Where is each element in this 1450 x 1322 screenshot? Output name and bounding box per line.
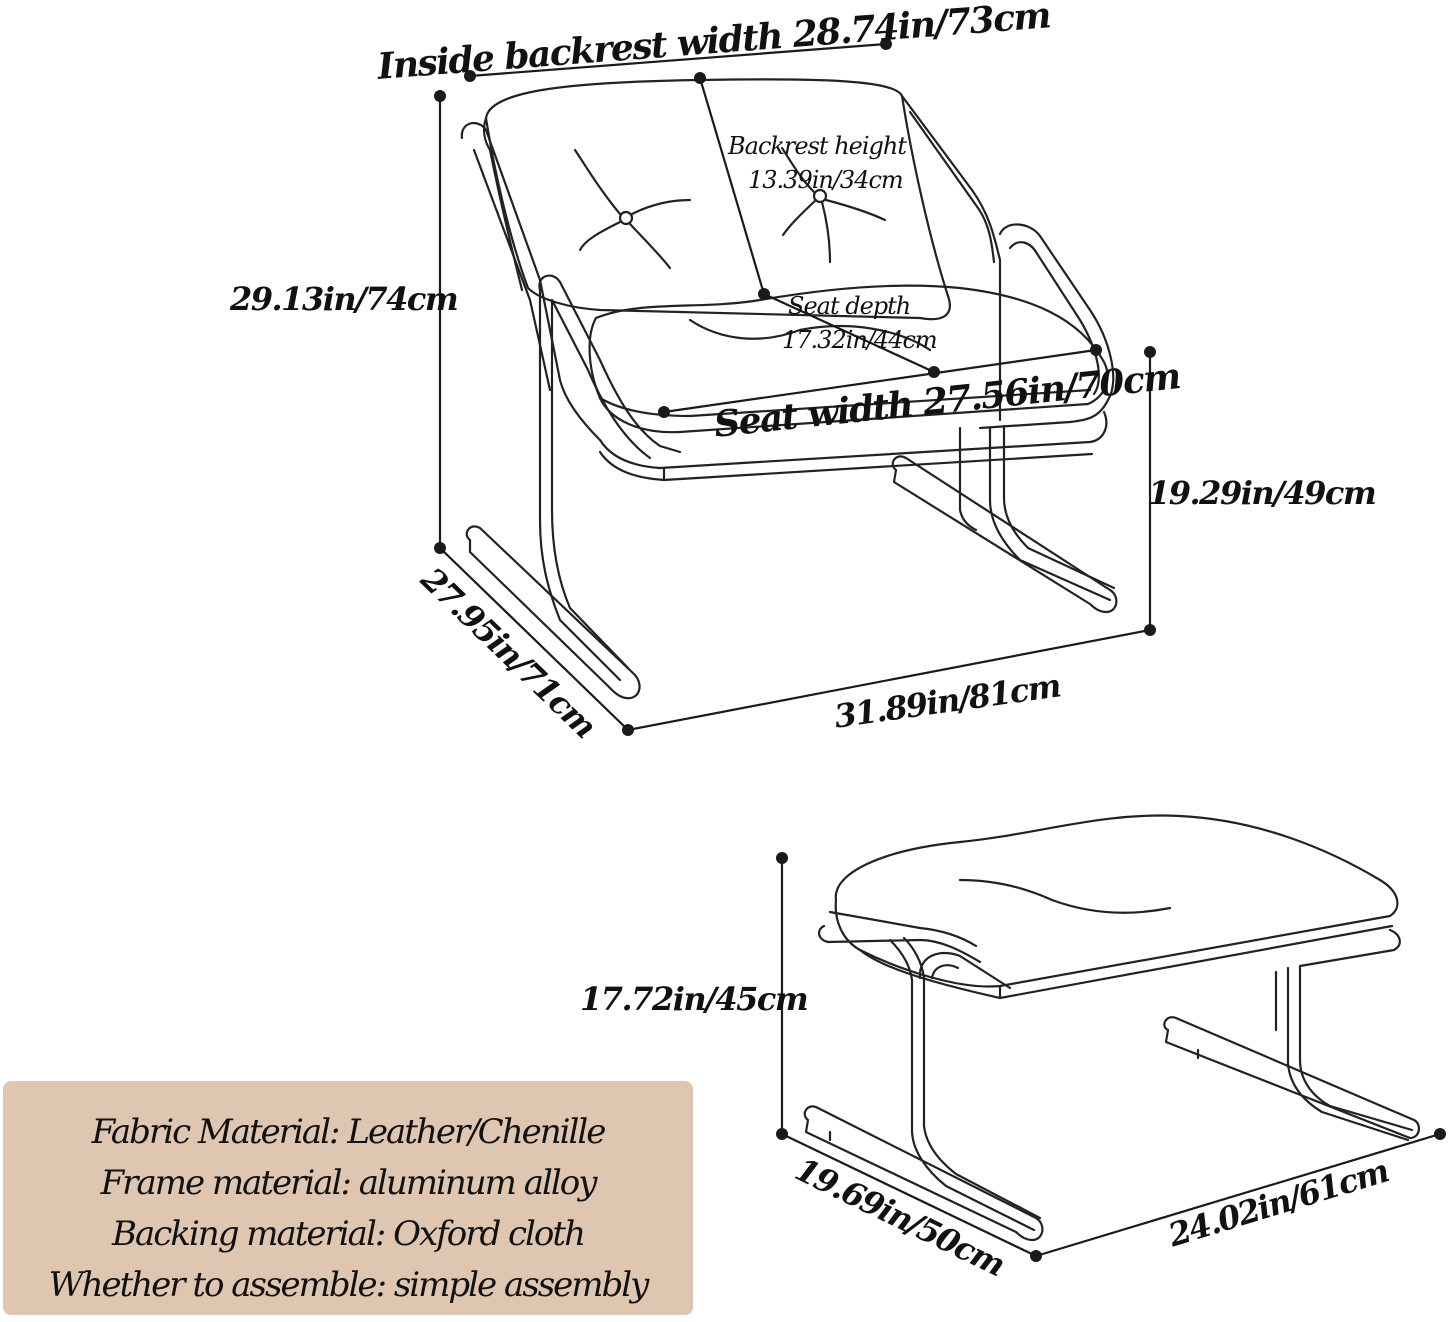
- dimline-overall-width: [627, 628, 1151, 732]
- chair-frame-rear-right: [900, 94, 1002, 262]
- dimline-seat-width: [663, 348, 1097, 414]
- spec-frame-material: Frame material: aluminum alloy: [100, 1163, 598, 1203]
- value-seat-depth: 17.32in/44cm: [782, 326, 938, 354]
- ottoman-cushion: [834, 814, 1399, 988]
- chair-tuft-left: [618, 210, 634, 226]
- dimension-lines: [438, 42, 1441, 1258]
- chair-foot-right: [891, 455, 1118, 614]
- dimension-dots: [434, 38, 1446, 1262]
- spec-fabric-material: Fabric Material: Leather/Chenille: [91, 1112, 607, 1152]
- label-overall-height: 29.13in/74cm: [230, 280, 459, 318]
- ottoman-foot-rear: [1163, 1016, 1420, 1140]
- dimline-ottoman-width: [1035, 1132, 1441, 1258]
- chair-frame-rear-left: [460, 121, 602, 442]
- chair-backrest-cushion: [484, 78, 951, 321]
- chair-seat-rail: [598, 410, 1108, 470]
- ottoman-leg-rear: [1298, 964, 1414, 1132]
- label-backrest-height: Backrest height: [728, 132, 907, 160]
- dimline-inside-backrest-width: [469, 42, 887, 78]
- ottoman-drawing: [803, 814, 1420, 1242]
- dimline-ottoman-depth: [781, 1133, 1037, 1257]
- chair-frame-front-left: [538, 274, 682, 454]
- ottoman-leg-curve: [918, 951, 1012, 990]
- ottoman-rail-right: [1298, 928, 1401, 968]
- label-ottoman-height: 17.72in/45cm: [580, 980, 809, 1018]
- dimline-seat-depth: [763, 293, 935, 373]
- dimline-overall-depth: [439, 547, 629, 731]
- chair-frame-front-right: [978, 223, 1115, 430]
- ottoman-rail-left: [818, 924, 982, 964]
- chair-tuft-right: [812, 188, 828, 204]
- chair-drawing: [460, 78, 1118, 700]
- spec-backing-material: Backing material: Oxford cloth: [112, 1214, 586, 1254]
- ottoman-leg-front: [888, 938, 1036, 1232]
- material-info-panel: Fabric Material: Leather/Chenille Frame …: [3, 1081, 693, 1315]
- dimline-backrest-height: [698, 77, 766, 295]
- label-seat-height: 19.29in/49cm: [1148, 474, 1377, 512]
- label-seat-depth: Seat depth: [788, 292, 911, 320]
- chair-foot-left: [465, 525, 641, 700]
- ottoman-foot-front: [803, 1105, 1044, 1242]
- value-backrest-height: 13.39in/34cm: [748, 166, 904, 194]
- spec-assembly: Whether to assemble: simple assembly: [48, 1265, 650, 1305]
